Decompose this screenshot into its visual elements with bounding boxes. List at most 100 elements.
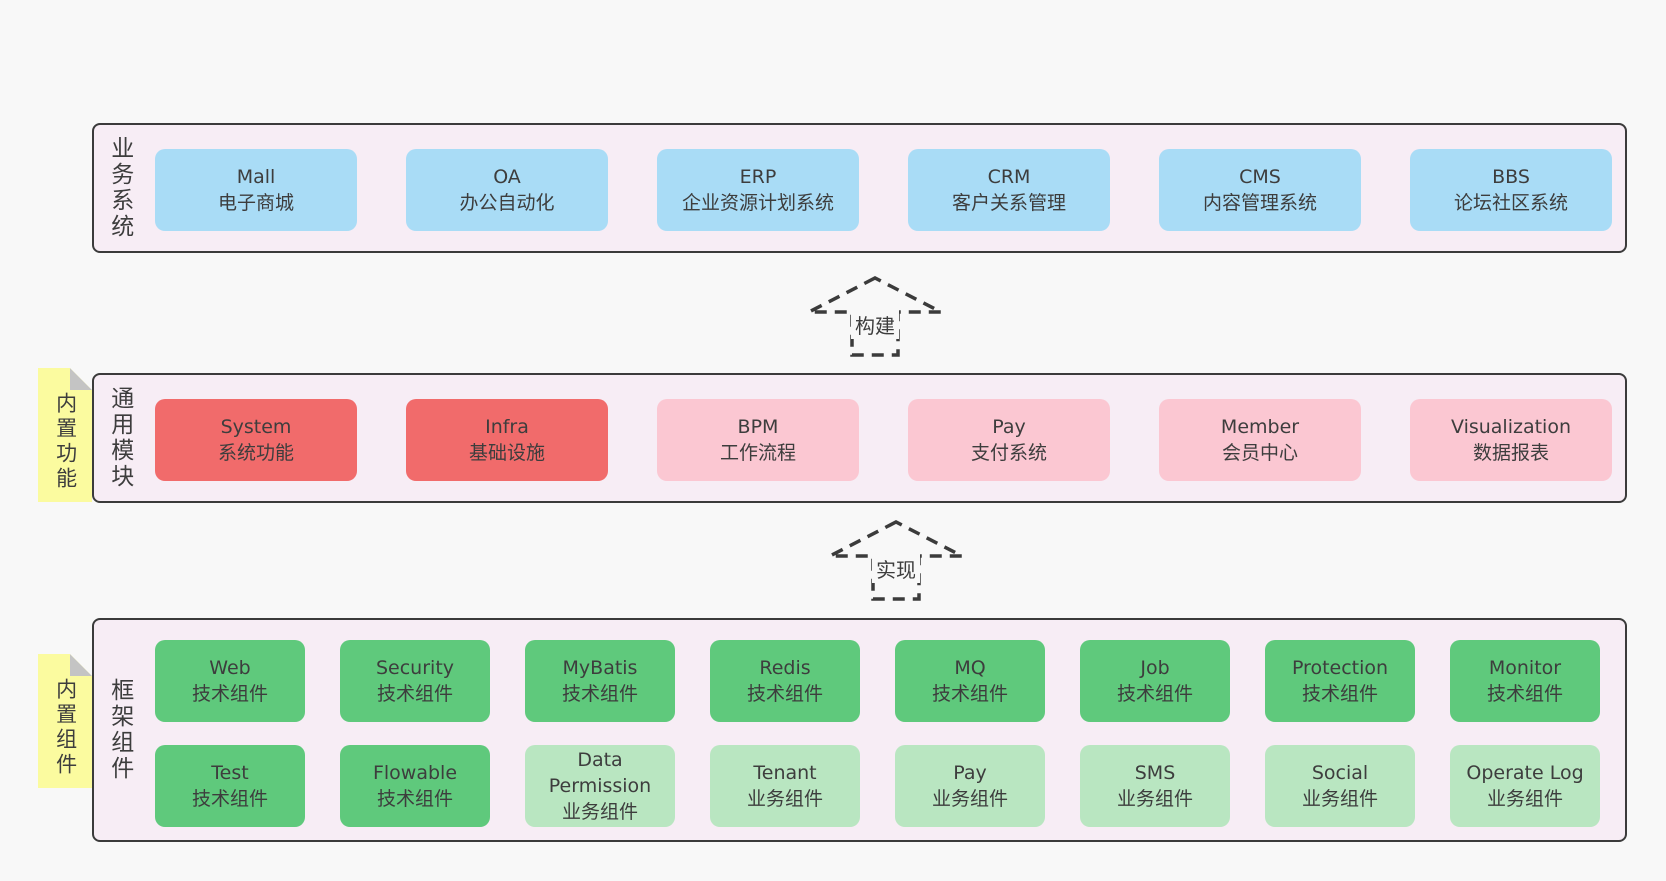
box-title: MyBatis <box>562 657 638 679</box>
box-social: Social 业务组件 <box>1265 745 1415 827</box>
box-title: Protection <box>1291 657 1389 679</box>
box-subtitle: 支付系统 <box>970 442 1047 464</box>
box-title: Data Permission <box>548 749 652 797</box>
box-subtitle: 系统功能 <box>217 442 294 464</box>
arrow-build: 构建 <box>807 276 943 357</box>
box-title: Mall <box>236 166 276 188</box>
common-modules-panel: 通用模块 System 系统功能 Infra 基础设施 BPM 工作流程 Pay… <box>92 373 1627 503</box>
business-systems-panel: 业务系统 Mall 电子商城 OA 办公自动化 ERP 企业资源计划系统 CRM… <box>92 123 1627 253</box>
box-monitor: Monitor 技术组件 <box>1450 640 1600 722</box>
sticky-label: 内置组件 <box>53 678 78 778</box>
box-title: Redis <box>759 657 811 679</box>
box-title: CMS <box>1239 166 1281 188</box>
folded-corner-icon <box>70 368 92 390</box>
box-title: Flowable <box>372 762 458 784</box>
arrow-implement: 实现 <box>828 520 964 601</box>
box-title: Member <box>1220 416 1300 438</box>
box-mq: MQ 技术组件 <box>895 640 1045 722</box>
up-arrow-icon <box>808 276 942 357</box>
box-title: ERP <box>739 166 777 188</box>
arrow-build-label: 构建 <box>851 310 899 339</box>
box-subtitle: 业务组件 <box>1486 788 1563 810</box>
box-subtitle: 技术组件 <box>191 788 268 810</box>
box-title: System <box>220 416 292 438</box>
box-subtitle: 基础设施 <box>468 442 545 464</box>
box-title: Operate Log <box>1466 762 1584 784</box>
box-title: Infra <box>485 416 529 438</box>
box-subtitle: 论坛社区系统 <box>1453 192 1568 214</box>
box-test: Test 技术组件 <box>155 745 305 827</box>
box-title: Security <box>375 657 455 679</box>
box-title: OA <box>493 166 521 188</box>
box-subtitle: 技术组件 <box>376 683 453 705</box>
components-panel-label: 框架组件 <box>106 678 133 782</box>
box-title: Pay <box>992 416 1026 438</box>
box-redis: Redis 技术组件 <box>710 640 860 722</box>
box-infra: Infra 基础设施 <box>406 399 608 481</box>
box-title: Tenant <box>753 762 817 784</box>
box-title: Pay <box>953 762 987 784</box>
box-flowable: Flowable 技术组件 <box>340 745 490 827</box>
up-arrow-icon <box>829 520 963 601</box>
box-crm: CRM 客户关系管理 <box>908 149 1110 231</box>
box-subtitle: 技术组件 <box>376 788 453 810</box>
box-data-permission: Data Permission 业务组件 <box>525 745 675 827</box>
framework-components-panel: 框架组件 Web 技术组件 Security 技术组件 MyBatis 技术组件… <box>92 618 1627 842</box>
box-subtitle: 业务组件 <box>1301 788 1378 810</box>
arrow-implement-label: 实现 <box>872 554 920 583</box>
box-subtitle: 电子商城 <box>217 192 294 214</box>
box-operate-log: Operate Log 业务组件 <box>1450 745 1600 827</box>
sticky-note-built-in-features: 内置功能 <box>38 368 92 502</box>
box-subtitle: 技术组件 <box>1486 683 1563 705</box>
box-title: MQ <box>954 657 986 679</box>
box-title: Web <box>209 657 251 679</box>
box-title: BBS <box>1492 166 1530 188</box>
box-title: Social <box>1311 762 1369 784</box>
box-subtitle: 业务组件 <box>746 788 823 810</box>
box-title: SMS <box>1134 762 1176 784</box>
box-bbs: BBS 论坛社区系统 <box>1410 149 1612 231</box>
box-title: Monitor <box>1488 657 1562 679</box>
box-subtitle: 业务组件 <box>1116 788 1193 810</box>
box-subtitle: 技术组件 <box>561 683 638 705</box>
box-subtitle: 技术组件 <box>931 683 1008 705</box>
box-subtitle: 技术组件 <box>1301 683 1378 705</box>
box-title: Job <box>1140 657 1170 679</box>
folded-corner-icon <box>70 654 92 676</box>
box-mall: Mall 电子商城 <box>155 149 357 231</box>
box-cms: CMS 内容管理系统 <box>1159 149 1361 231</box>
box-subtitle: 内容管理系统 <box>1202 192 1317 214</box>
box-protection: Protection 技术组件 <box>1265 640 1415 722</box>
box-pay-component: Pay 业务组件 <box>895 745 1045 827</box>
sticky-note-built-in-components: 内置组件 <box>38 654 92 788</box>
box-subtitle: 技术组件 <box>191 683 268 705</box>
box-security: Security 技术组件 <box>340 640 490 722</box>
modules-panel-label: 通用模块 <box>106 386 133 490</box>
box-subtitle: 业务组件 <box>561 801 638 823</box>
business-panel-label: 业务系统 <box>106 136 133 240</box>
box-tenant: Tenant 业务组件 <box>710 745 860 827</box>
box-oa: OA 办公自动化 <box>406 149 608 231</box>
box-member: Member 会员中心 <box>1159 399 1361 481</box>
box-title: Test <box>211 762 249 784</box>
box-subtitle: 会员中心 <box>1221 442 1298 464</box>
box-subtitle: 客户关系管理 <box>951 192 1066 214</box>
box-visualization: Visualization 数据报表 <box>1410 399 1612 481</box>
box-subtitle: 业务组件 <box>931 788 1008 810</box>
box-subtitle: 技术组件 <box>1116 683 1193 705</box>
box-pay-module: Pay 支付系统 <box>908 399 1110 481</box>
box-subtitle: 企业资源计划系统 <box>681 192 834 214</box>
box-subtitle: 工作流程 <box>719 442 796 464</box>
box-subtitle: 技术组件 <box>746 683 823 705</box>
box-job: Job 技术组件 <box>1080 640 1230 722</box>
box-sms: SMS 业务组件 <box>1080 745 1230 827</box>
box-mybatis: MyBatis 技术组件 <box>525 640 675 722</box>
box-title: CRM <box>987 166 1031 188</box>
box-web: Web 技术组件 <box>155 640 305 722</box>
box-title: Visualization <box>1450 416 1571 438</box>
box-title: BPM <box>737 416 779 438</box>
box-erp: ERP 企业资源计划系统 <box>657 149 859 231</box>
box-bpm: BPM 工作流程 <box>657 399 859 481</box>
box-subtitle: 数据报表 <box>1472 442 1549 464</box>
box-system: System 系统功能 <box>155 399 357 481</box>
